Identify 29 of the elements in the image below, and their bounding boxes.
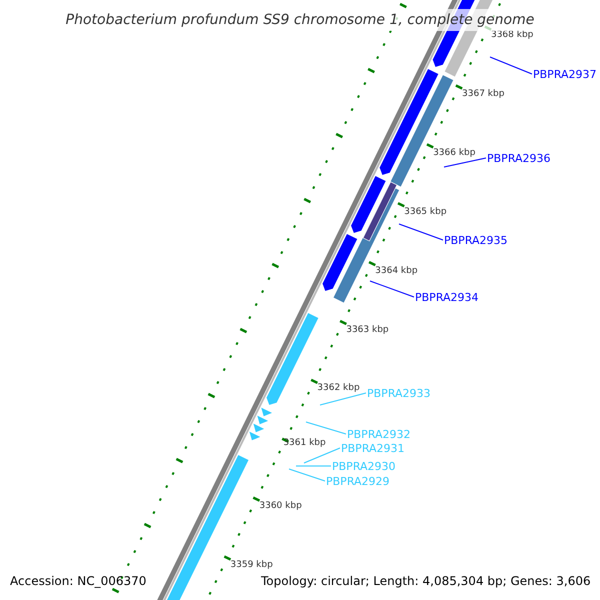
tick-label: 3367 kbp: [462, 88, 504, 101]
leader-line: [304, 448, 340, 464]
accession-text: Accession: NC_006370: [10, 575, 146, 588]
genome-stats-text: Topology: circular; Length: 4,085,304 bp; Genes: 3,606: [261, 575, 591, 588]
gene-label: PBPRA2930: [332, 460, 396, 473]
tick-label: 3361 kbp: [283, 437, 326, 450]
gene-label: PBPRA2937: [533, 68, 597, 81]
leader-line: [288, 468, 326, 482]
gene-label: PBPRA2931: [341, 442, 405, 455]
tick-label: 3363 kbp: [346, 324, 389, 336]
gene-label: PBPRA2932: [347, 428, 411, 441]
tick-label: 3366 kbp: [433, 146, 476, 160]
leader-line: [370, 280, 414, 298]
leader-line: [320, 392, 366, 406]
tick-label: 3360 kbp: [259, 500, 302, 514]
leader-line: [306, 422, 346, 434]
leader-line: [490, 56, 532, 74]
tick-label: 3359 kbp: [230, 559, 273, 572]
gene-label: PBPRA2933: [367, 387, 431, 400]
tick-label: 3362 kbp: [317, 382, 360, 396]
gene-label: PBPRA2929: [326, 475, 390, 488]
leader-line: [444, 158, 486, 168]
gene-label: PBPRA2935: [444, 234, 508, 247]
gene-label: PBPRA2936: [487, 152, 551, 165]
gene-label: PBPRA2934: [415, 291, 479, 304]
leader-line: [398, 224, 444, 240]
tick-label: 3368 kbp: [490, 29, 534, 42]
tick-label: 3365 kbp: [404, 206, 447, 219]
tick-label: 3364 kbp: [375, 264, 418, 278]
